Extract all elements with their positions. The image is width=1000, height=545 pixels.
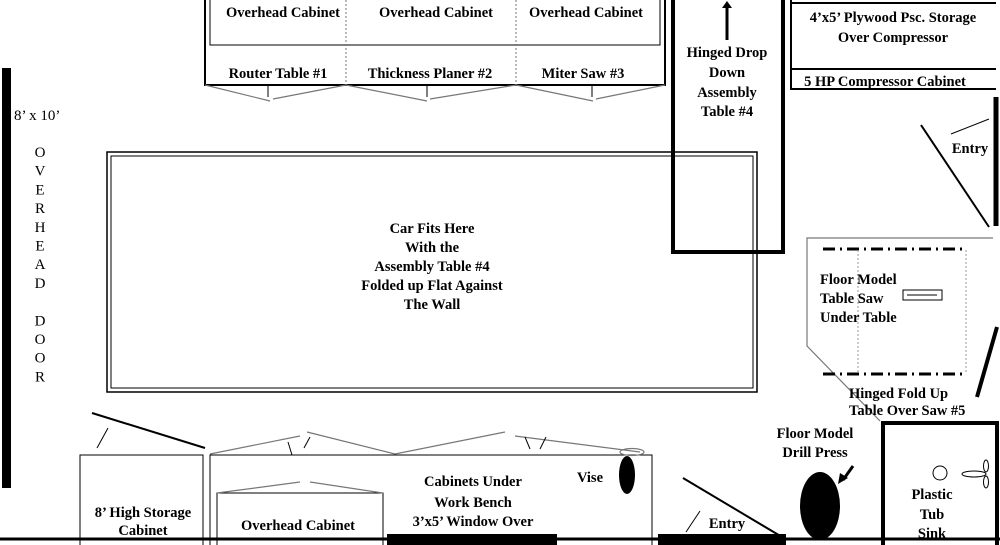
sink: Plastic Tub Sink (881, 421, 999, 545)
overhead-door-letter: R (35, 201, 45, 217)
door-swing (682, 477, 783, 538)
overhead-door-letter: E (35, 182, 44, 198)
workbench-label: Cabinets Under (424, 474, 522, 490)
router-table-label: Router Table #1 (229, 66, 328, 82)
overhead-door-letter: D (35, 313, 46, 329)
overhead-door-letter: R (35, 369, 45, 385)
assembly-table: Hinged Drop Down Assembly Table #4 (671, 0, 785, 254)
overhead-door-letter: V (35, 164, 46, 180)
plywood-storage-label: 4’x5’ Plywood Psc. Storage (810, 10, 977, 26)
sink-label: Plastic (911, 487, 953, 503)
table-saw-area: Floor Model Table Saw Under Table Hinged… (806, 237, 993, 422)
arrow-icon (96, 427, 109, 449)
overhead-door-letter: O (35, 145, 46, 161)
top-cabinet-run: Overhead Cabinet Overhead Cabinet Overhe… (204, 0, 666, 102)
door-swing (91, 412, 206, 449)
drill-press: Floor Model Drill Press (777, 426, 855, 540)
storage-cabinet: 8’ High Storage Cabinet (79, 412, 206, 545)
overhead-door-wall (2, 68, 11, 488)
overhead-cabinet-label: Overhead Cabinet (226, 5, 340, 21)
overhead-door-letter: A (35, 257, 46, 273)
drill-press-label: Drill Press (782, 445, 848, 461)
overhead-door-letter: H (35, 220, 46, 236)
fold-up-table-label: Table Over Saw #5 (849, 403, 965, 419)
table-saw-label: Table Saw (820, 291, 884, 307)
right-entry: Entry (920, 118, 990, 228)
saw-blade-icon (902, 289, 943, 301)
overhead-cabinet-label: Overhead Cabinet (379, 5, 493, 21)
arrow-icon (838, 473, 848, 484)
workbench: Overhead Cabinet Cabinets Under Work Ben… (209, 431, 653, 545)
car-area-label: The Wall (404, 297, 461, 313)
overhead-cabinet-label: Overhead Cabinet (529, 5, 643, 21)
fold-up-table-label: Hinged Fold Up (849, 386, 948, 402)
overhead-door-letter: O (35, 332, 46, 348)
drill-press-label: Floor Model (777, 426, 854, 442)
plywood-storage: 4’x5’ Plywood Psc. Storage Over Compress… (790, 0, 996, 90)
overhead-door-letter: E (35, 239, 44, 255)
vise-label: Vise (577, 470, 604, 486)
drain-icon (932, 465, 948, 481)
arrow-icon (685, 510, 701, 533)
miter-saw-label: Miter Saw #3 (542, 66, 625, 82)
car-area-label: Car Fits Here (390, 221, 475, 237)
plywood-storage-label: Over Compressor (838, 30, 949, 46)
car-area: Car Fits Here With the Assembly Table #4… (106, 151, 758, 393)
vise-handle-icon (619, 447, 645, 457)
drill-press-icon (800, 472, 840, 540)
car-area-label: Folded up Flat Against (361, 278, 503, 294)
overhead-door-size: 8’ x 10’ (14, 108, 60, 124)
overhead-door-letter: D (35, 276, 46, 292)
sink-label: Sink (918, 526, 947, 542)
workbench-overhead-cabinet (216, 492, 384, 545)
vise-icon (619, 456, 635, 494)
assembly-table-label: Table #4 (701, 104, 753, 120)
door-swing (920, 124, 990, 228)
bottom-entry: Entry (682, 477, 783, 538)
arrow-icon (950, 118, 990, 135)
storage-cabinet-label: 8’ High Storage (95, 505, 192, 521)
table-saw-label: Under Table (820, 310, 897, 326)
entry-wall-segment (658, 534, 786, 545)
table-saw-label: Floor Model (820, 272, 897, 288)
workbench-label: Work Bench (434, 495, 512, 511)
entry-label: Entry (709, 516, 746, 532)
workbench-label: 3’x5’ Window Over (413, 514, 534, 530)
assembly-table-label: Down (709, 65, 745, 81)
window-wall-segment (387, 534, 557, 545)
right-wall-door (975, 326, 999, 398)
entry-label: Entry (952, 141, 989, 157)
overhead-door-letter: O (35, 351, 46, 367)
thickness-planer-label: Thickness Planer #2 (368, 66, 493, 82)
sink-label: Tub (920, 507, 944, 523)
arrow-up-icon (722, 1, 732, 8)
workbench-overhead-label: Overhead Cabinet (241, 518, 355, 534)
storage-cabinet-label: Cabinet (118, 523, 167, 539)
compressor-label: 5 HP Compressor Cabinet (804, 74, 966, 90)
faucet-icon (961, 470, 987, 478)
assembly-table-label: Hinged Drop (687, 45, 768, 61)
car-area-label: With the (405, 240, 460, 256)
car-area-label: Assembly Table #4 (374, 259, 489, 275)
assembly-table-label: Assembly (697, 85, 757, 101)
